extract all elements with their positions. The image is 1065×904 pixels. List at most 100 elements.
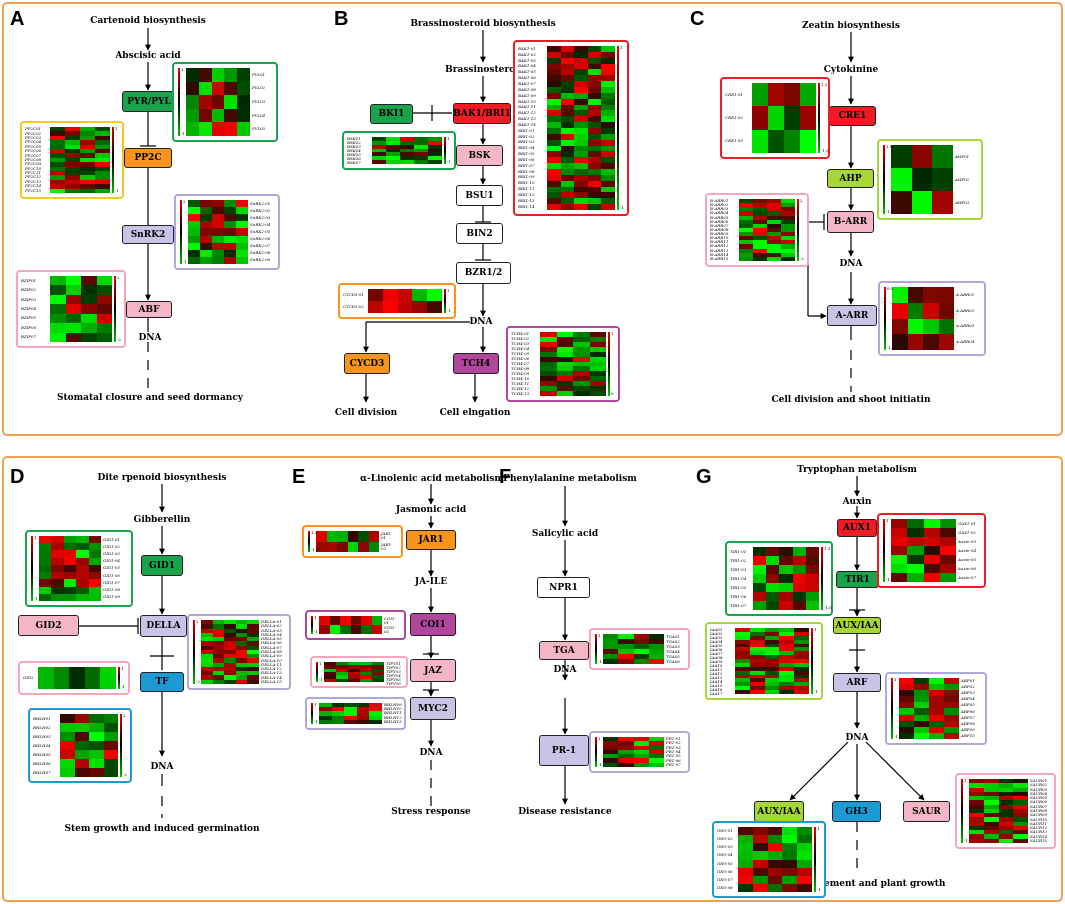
heatmap-cell — [88, 579, 101, 587]
heatmap-row-label: IAA11 — [710, 667, 723, 672]
heatmap-cell — [427, 289, 442, 301]
heatmap-cell — [186, 95, 199, 109]
heatmap-cell — [382, 301, 398, 313]
heatmap-cell — [348, 671, 360, 676]
heatmap-cell — [414, 156, 428, 161]
heatmap-cell — [648, 745, 664, 750]
heatmap-cell — [201, 658, 213, 663]
heatmap-cell — [547, 51, 561, 58]
panel-label-g: G — [696, 466, 712, 488]
heatmap-cell — [95, 175, 110, 180]
heatmap-cell — [998, 808, 1014, 814]
heatmap-grid — [603, 737, 664, 767]
heatmap-cell — [560, 198, 575, 205]
heatmap-cell — [50, 188, 65, 193]
heatmap-cell — [601, 63, 615, 70]
heatmap-cell — [752, 851, 768, 860]
heatmap-row-label: IAA12 — [710, 671, 723, 676]
heatmap-cell — [792, 565, 806, 574]
heatmap-cell — [753, 547, 767, 556]
heatmap-cell — [1013, 779, 1028, 784]
heatmap-cell — [51, 593, 64, 601]
heatmap-cell — [735, 662, 750, 667]
heatmap-cell — [779, 666, 795, 671]
node-ahp: AHP — [827, 169, 874, 188]
heatmap-cell — [224, 228, 236, 236]
heatmap-color-scale — [617, 46, 619, 210]
heatmap-scale-max: 1 — [814, 627, 817, 632]
heatmap-cell — [80, 144, 95, 149]
heatmap-row-label: TIFY05 — [386, 677, 401, 682]
heatmap-cell — [939, 546, 956, 555]
heatmap-cell — [753, 223, 767, 228]
heatmap-cell — [198, 108, 212, 123]
heatmap-cell — [95, 166, 110, 171]
heatmap-cell — [560, 81, 575, 87]
heatmap-cell — [753, 252, 767, 257]
heatmap-row-label: TIR1-05 — [730, 584, 747, 590]
heatmap-cell — [560, 69, 575, 76]
heatmap-cell — [938, 318, 954, 335]
heatmap-cell — [753, 207, 767, 212]
heatmap-cell — [356, 711, 370, 716]
heatmap-row-label: A-ARR01 — [956, 291, 975, 297]
heatmap-cell — [547, 81, 561, 87]
heatmap-cell — [753, 248, 767, 253]
heatmap-cell — [601, 151, 615, 158]
heatmap-cell — [914, 714, 929, 721]
heatmap-row-label: TCH4-02 — [511, 336, 530, 342]
heatmap-cell — [103, 759, 118, 768]
heatmap-cell — [236, 235, 248, 243]
heatmap-row-label: IAA07 — [710, 651, 723, 656]
heatmap-cell — [969, 796, 984, 801]
heatmap-row-label: IAA09 — [710, 659, 723, 664]
heatmap-cell — [735, 678, 750, 683]
node-aux1: AUX1 — [837, 519, 877, 537]
heatmap-cell — [331, 715, 345, 720]
heatmap-cell — [764, 690, 780, 694]
heatmap-cell — [247, 632, 259, 638]
node-tf: TF — [140, 672, 184, 692]
heatmap-cell — [944, 726, 959, 733]
heatmap-cell — [969, 838, 984, 843]
heatmap-scale-min: -1.5 — [887, 345, 895, 350]
heatmap-cell — [547, 92, 561, 99]
heatmap-cell — [779, 601, 793, 610]
heatmap-cell — [574, 180, 588, 187]
heatmap-color-scale — [961, 779, 963, 843]
heatmap-cell — [797, 851, 812, 860]
heatmap-cell — [63, 536, 77, 544]
heatmap-row-label: TGA04 — [666, 648, 680, 654]
heatmap-grid — [39, 536, 101, 601]
heatmap-cell — [923, 519, 940, 528]
heatmap-cell — [547, 151, 561, 158]
heatmap-cell — [80, 166, 95, 171]
heatmap-cell — [735, 631, 750, 636]
heatmap-scale-min: -1 — [814, 689, 818, 694]
heatmap-cell — [618, 749, 634, 755]
heatmap-row-label: BRI1-03 — [518, 139, 535, 145]
heatmap-cell — [198, 81, 212, 96]
heatmap-cell — [560, 151, 575, 158]
heatmap-cell — [76, 543, 89, 551]
heatmap-cell — [753, 592, 767, 601]
heatmap-cell — [587, 69, 602, 76]
heatmap-row-label: BHLH03 — [33, 733, 51, 739]
heatmap-cell — [573, 376, 590, 382]
heatmap-row-label: ARF04 — [961, 696, 975, 702]
heatmap-cell — [914, 684, 929, 691]
heatmap-cell — [89, 714, 104, 723]
heatmap-cell — [779, 690, 795, 694]
heatmap-cell — [89, 723, 104, 732]
heatmap-cell — [100, 667, 116, 689]
heatmap-cell — [186, 81, 199, 96]
heatmap-cell — [794, 674, 809, 679]
heatmap-cell — [587, 57, 602, 64]
heatmap-cell — [186, 108, 199, 123]
heatmap-row-label: BHLH06 — [33, 760, 51, 766]
heatmap-cell — [603, 644, 619, 649]
heatmap-color-scale — [883, 145, 885, 214]
heatmap-row-label: PP2C02 — [25, 130, 42, 136]
heatmap-scale-max: 1 — [447, 136, 450, 141]
